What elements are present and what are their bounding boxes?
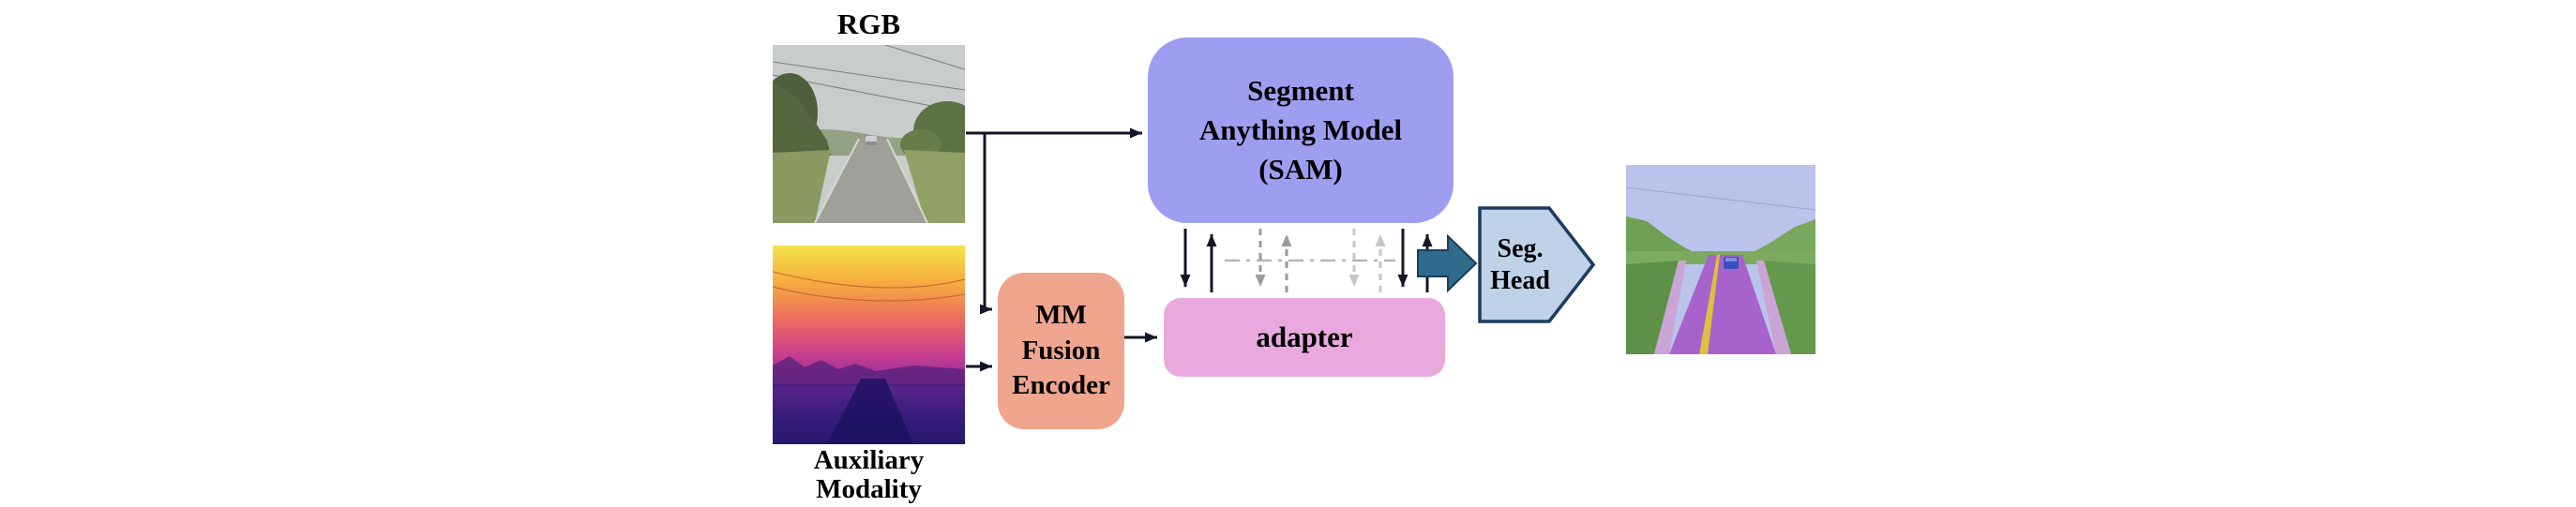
mm-fusion-encoder-box: MM Fusion Encoder bbox=[998, 273, 1124, 429]
seg-head-label: Seg. Head bbox=[1478, 206, 1562, 323]
rgb-image bbox=[773, 45, 965, 223]
rgb-to-mm-arrow bbox=[980, 133, 992, 315]
aux-label-line1: Auxiliary bbox=[813, 445, 925, 475]
block-arrow-icon bbox=[1417, 233, 1478, 293]
sam-box: Segment Anything Model (SAM) bbox=[1148, 37, 1454, 223]
sam-label-line1: Segment bbox=[1247, 74, 1354, 108]
seg-head-line2: Head bbox=[1490, 265, 1550, 295]
aux-modality-label: Auxiliary Modality bbox=[754, 445, 984, 505]
mm-label-line1: MM bbox=[1035, 299, 1087, 330]
mm-label-line3: Encoder bbox=[1012, 370, 1110, 401]
adapter-label: adapter bbox=[1256, 321, 1353, 353]
sam-label-line3: (SAM) bbox=[1258, 152, 1343, 186]
aux-modality-image bbox=[773, 246, 965, 444]
adapter-box: adapter bbox=[1164, 298, 1445, 377]
seg-head-line1: Seg. bbox=[1497, 233, 1544, 263]
mm-label-line2: Fusion bbox=[1021, 335, 1101, 365]
seg-head-shape: Seg. Head bbox=[1478, 206, 1596, 323]
aux-label-line2: Modality bbox=[816, 474, 922, 505]
rgb-label: RGB bbox=[836, 7, 901, 40]
sam-label-line2: Anything Model bbox=[1198, 113, 1403, 147]
segmentation-output-image bbox=[1626, 165, 1815, 354]
seg-head-pentagon-icon bbox=[1478, 206, 1596, 323]
